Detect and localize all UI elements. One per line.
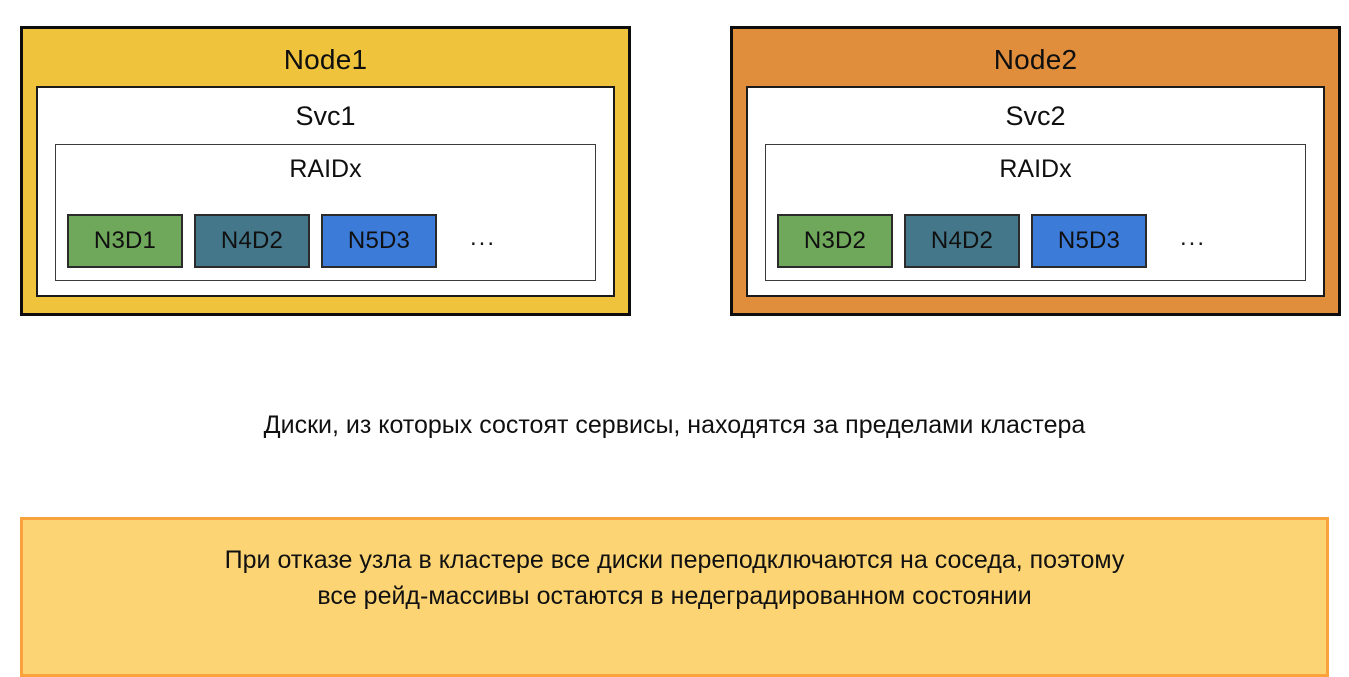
raid-box-2: RAIDx N3D2 N4D2 N5D3 ... xyxy=(765,144,1306,281)
disk-block: N3D2 xyxy=(777,214,893,268)
node-card-1: Node1 Svc1 RAIDx N3D1 N4D2 N5D3 ... xyxy=(20,26,631,316)
disk-row-1: N3D1 N4D2 N5D3 ... xyxy=(67,214,587,268)
disk-ellipsis: ... xyxy=(470,224,497,251)
service-box-1: Svc1 RAIDx N3D1 N4D2 N5D3 ... xyxy=(36,86,615,297)
disk-ellipsis: ... xyxy=(1180,224,1207,251)
disk-block: N5D3 xyxy=(321,214,437,268)
callout-box: При отказе узла в кластере все диски пер… xyxy=(20,517,1329,677)
node-title-1: Node1 xyxy=(283,44,368,75)
callout-line-1: При отказе узла в кластере все диски пер… xyxy=(224,546,1125,574)
disk-block: N3D1 xyxy=(67,214,183,268)
caption-text: Диски, из которых состоят сервисы, наход… xyxy=(263,411,1086,439)
disk-block: N4D2 xyxy=(904,214,1020,268)
raid-box-1: RAIDx N3D1 N4D2 N5D3 ... xyxy=(55,144,596,281)
raid-title-1: RAIDx xyxy=(289,155,362,183)
service-box-2: Svc2 RAIDx N3D2 N4D2 N5D3 ... xyxy=(746,86,1325,297)
disk-row-2: N3D2 N4D2 N5D3 ... xyxy=(777,214,1297,268)
callout-line-2: все рейд-массивы остаются в недеградиров… xyxy=(317,582,1032,610)
raid-title-2: RAIDx xyxy=(999,155,1072,183)
disk-block: N4D2 xyxy=(194,214,310,268)
node-card-2: Node2 Svc2 RAIDx N3D2 N4D2 N5D3 ... xyxy=(730,26,1341,316)
node-title-2: Node2 xyxy=(993,44,1078,75)
disk-block: N5D3 xyxy=(1031,214,1147,268)
service-title-1: Svc1 xyxy=(295,101,356,131)
service-title-2: Svc2 xyxy=(1005,101,1066,131)
